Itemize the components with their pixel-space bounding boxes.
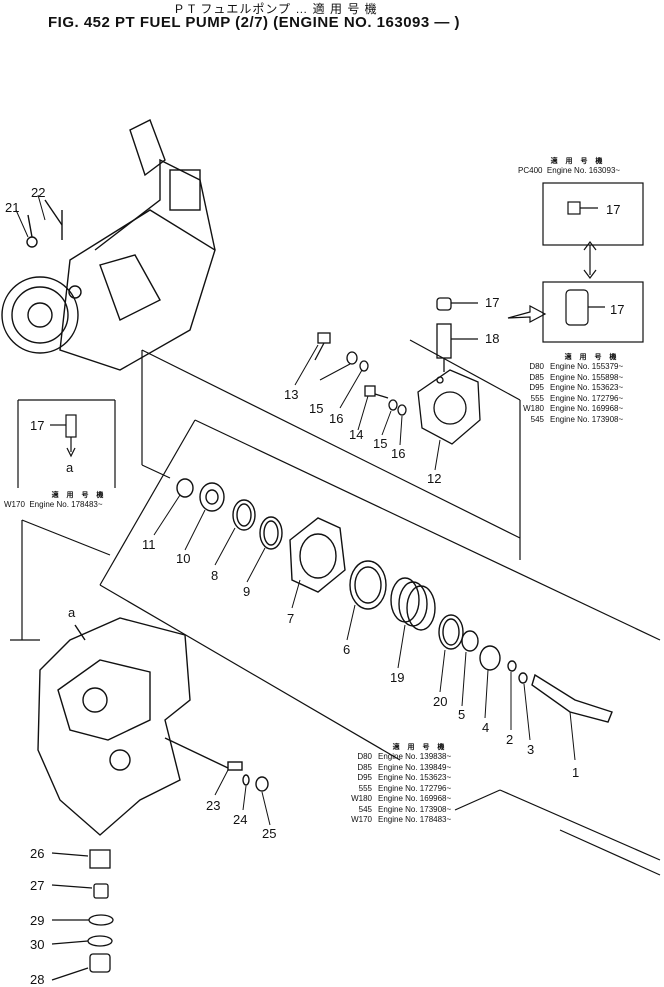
callout-20: 20: [433, 694, 448, 709]
engine-no: Engine No. 139849~: [378, 762, 452, 772]
callout-11: 11: [142, 537, 156, 552]
model: D80: [357, 752, 372, 761]
engine-no: Engine No. 173908~: [378, 804, 452, 814]
model: D95: [357, 773, 372, 782]
callout-24: 24: [233, 812, 248, 827]
main-parts-row: [176, 478, 613, 723]
pump-housing: [37, 617, 269, 836]
callout-15b: 15: [373, 436, 388, 451]
plug-stack: [51, 849, 114, 981]
model: 545: [358, 804, 372, 814]
applicability-row: D95 Engine No. 153623~: [350, 773, 490, 784]
model: W180: [351, 794, 372, 803]
engine-no: Engine No. 169968~: [550, 404, 624, 413]
explode-outline: [10, 339, 661, 876]
applicability-line: PC400 Engine No. 163093~: [518, 166, 621, 175]
engine-no: Engine No. 153623~: [550, 383, 624, 392]
callout-18: 18: [485, 331, 500, 346]
applicability-heading: 適 用 号 機: [51, 492, 107, 499]
figure-title: FIG. 452 PT FUEL PUMP (2/7) (ENGINE NO. …: [48, 14, 461, 31]
engine-no: Engine No. 172796~: [550, 393, 624, 403]
callout-17-pc400: 17: [606, 202, 621, 217]
callout-7: 7: [287, 611, 295, 626]
callout-8: 8: [211, 568, 219, 583]
parts-17-18: [436, 297, 478, 372]
model: 555: [358, 783, 372, 793]
engine-no: Engine No. 155379~: [550, 362, 624, 371]
applicability-row: W180 Engine No. 169968~: [522, 404, 662, 415]
callout-27: 27: [30, 878, 45, 893]
callout-9: 9: [243, 584, 251, 599]
applicability-row: W180 Engine No. 169968~: [350, 794, 490, 805]
callout-19: 19: [390, 670, 405, 685]
callout-22: 22: [31, 185, 46, 200]
applicability-row: 545 Engine No. 173908~: [522, 415, 662, 426]
callout-17-center: 17: [485, 295, 500, 310]
engine-no: Engine No. 178483~: [378, 815, 452, 824]
sub-label-a-housing: a: [68, 605, 76, 620]
inset-pc400: [507, 182, 644, 343]
callout-5: 5: [458, 707, 466, 722]
callout-14: 14: [349, 427, 364, 442]
callout-16a: 16: [329, 411, 344, 426]
applicability-row: 545 Engine No. 173908~: [350, 805, 490, 816]
callout-23: 23: [206, 798, 221, 813]
applicability-w170: 適 用 号 機 W170 Engine No. 178483~: [4, 490, 154, 511]
callout-12: 12: [427, 471, 442, 486]
flange-12-group: [314, 332, 481, 445]
callout-15a: 15: [309, 401, 324, 416]
model: W170: [351, 815, 372, 824]
callout-2: 2: [506, 732, 514, 747]
callout-29: 29: [30, 913, 45, 928]
engine-no: Engine No. 173908~: [550, 414, 624, 424]
callout-16b: 16: [391, 446, 406, 461]
callout-17-inset: 17: [610, 302, 625, 317]
engine-no: Engine No. 153623~: [378, 773, 452, 782]
sub-label-a-inset: a: [66, 460, 74, 475]
applicability-line: W170 Engine No. 178483~: [4, 500, 103, 509]
callout-1: 1: [572, 765, 580, 780]
applicability-row: D85 Engine No. 139849~: [350, 763, 490, 774]
callout-13: 13: [284, 387, 299, 402]
engine-no: Engine No. 139838~: [378, 752, 452, 761]
model: 555: [530, 393, 544, 403]
model: W180: [523, 404, 544, 413]
applicability-heading: 適 用 号 機: [550, 158, 606, 165]
callout-26: 26: [30, 846, 45, 861]
model: D80: [529, 362, 544, 371]
applicability-row: 555 Engine No. 172796~: [350, 784, 490, 795]
applicability-row: W170 Engine No. 178483~: [350, 815, 490, 826]
callout-28: 28: [30, 972, 45, 987]
callout-25: 25: [262, 826, 277, 841]
title-japanese: P T フュエルポンプ … 適 用 号 機: [175, 2, 378, 16]
applicability-pc400: 適 用 号 機 PC400 Engine No. 163093~: [518, 156, 638, 177]
leader-lines: [15, 194, 576, 826]
applicability-row: D95 Engine No. 153623~: [522, 383, 662, 394]
callout-4: 4: [482, 720, 490, 735]
applicability-row: D80 Engine No. 139838~: [350, 752, 490, 763]
applicability-heading: 適 用 号 機: [392, 744, 448, 751]
applicability-row: 555 Engine No. 172796~: [522, 394, 662, 405]
model: D95: [529, 383, 544, 392]
applicability-row: D80 Engine No. 155379~: [522, 362, 662, 373]
callout-10: 10: [176, 551, 191, 566]
model: D85: [357, 762, 372, 772]
callout-30: 30: [30, 937, 45, 952]
inset-w170: [17, 399, 116, 488]
fuel-pump-assembly: [1, 119, 216, 371]
engine-no: Engine No. 169968~: [378, 794, 452, 803]
engine-no: Engine No. 172796~: [378, 783, 452, 793]
callout-17-w170: 17: [30, 418, 45, 433]
model: 545: [530, 414, 544, 424]
applicability-heading: 適 用 号 機: [564, 354, 620, 361]
callout-3: 3: [527, 742, 535, 757]
model: D85: [529, 372, 544, 382]
applicability-row: D85 Engine No. 155898~: [522, 373, 662, 384]
engine-no: Engine No. 155898~: [550, 372, 624, 382]
callout-21: 21: [5, 200, 20, 215]
callout-6: 6: [343, 642, 351, 657]
